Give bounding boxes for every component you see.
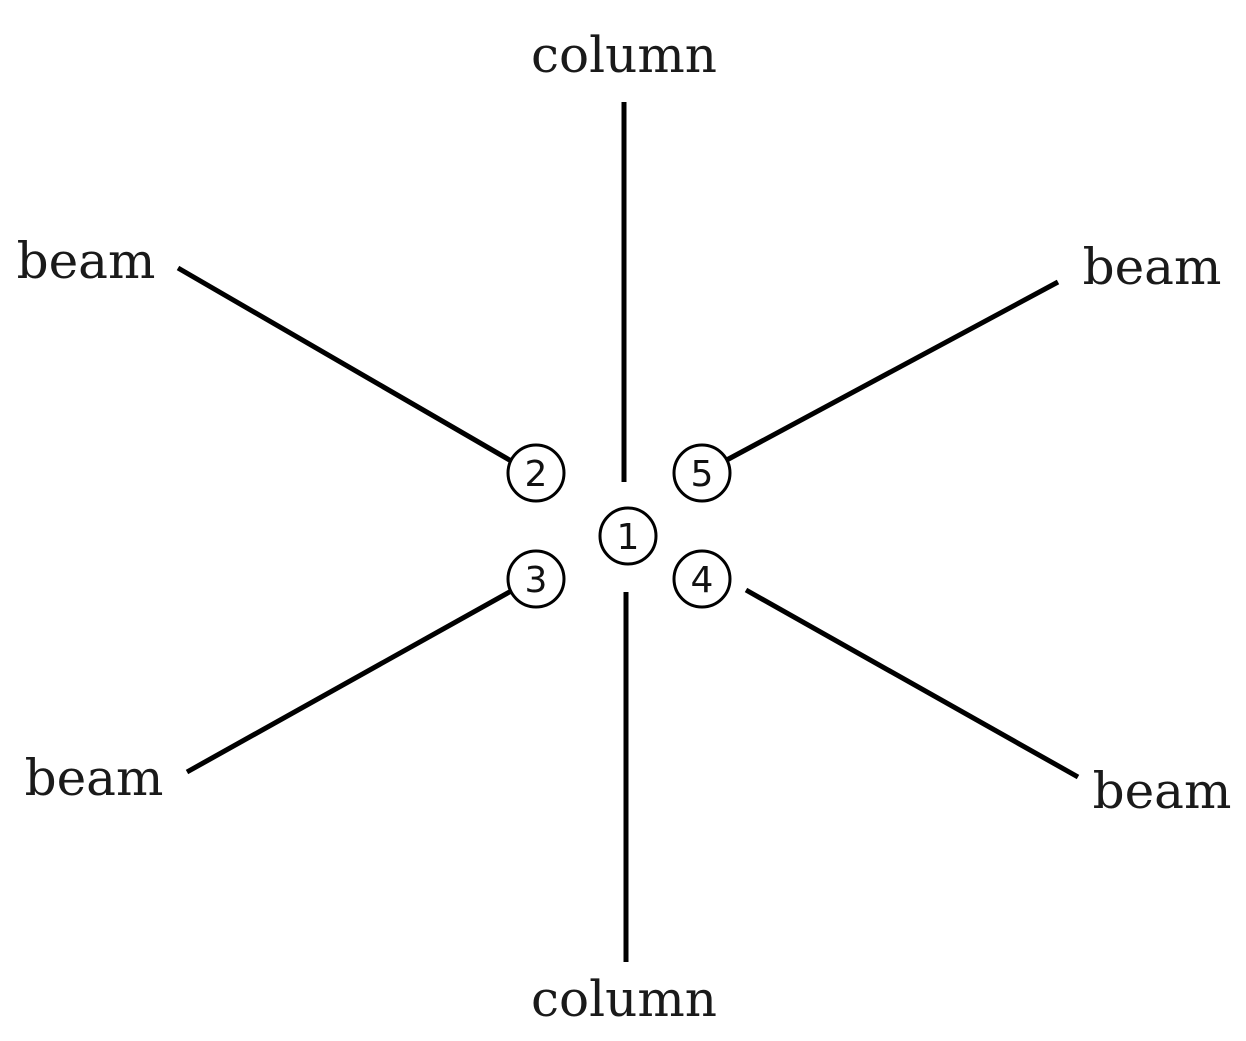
node-upper-right: 5 — [672, 443, 732, 503]
node-lower-right-number: 4 — [691, 560, 714, 601]
column-bottom-label: column — [531, 970, 717, 1028]
node-center-number: 1 — [617, 517, 640, 558]
node-center: 1 — [598, 506, 658, 566]
column-top-label: column — [531, 26, 717, 84]
beam-lower-left-label: beam — [25, 749, 164, 807]
beam-upper-right-line — [721, 279, 1060, 465]
node-lower-left: 3 — [506, 549, 566, 609]
beam-lower-right-line — [744, 587, 1080, 780]
beam-upper-left-line — [176, 265, 515, 465]
node-lower-right: 4 — [672, 549, 732, 609]
node-upper-right-number: 5 — [691, 454, 714, 495]
beam-upper-left-label: beam — [17, 232, 156, 290]
node-upper-left-number: 2 — [525, 454, 548, 495]
beam-lower-right-label: beam — [1093, 762, 1232, 820]
beam-upper-right-label: beam — [1083, 238, 1222, 296]
beam-lower-left-line — [185, 587, 515, 775]
node-upper-left: 2 — [506, 443, 566, 503]
node-lower-left-number: 3 — [525, 560, 548, 601]
